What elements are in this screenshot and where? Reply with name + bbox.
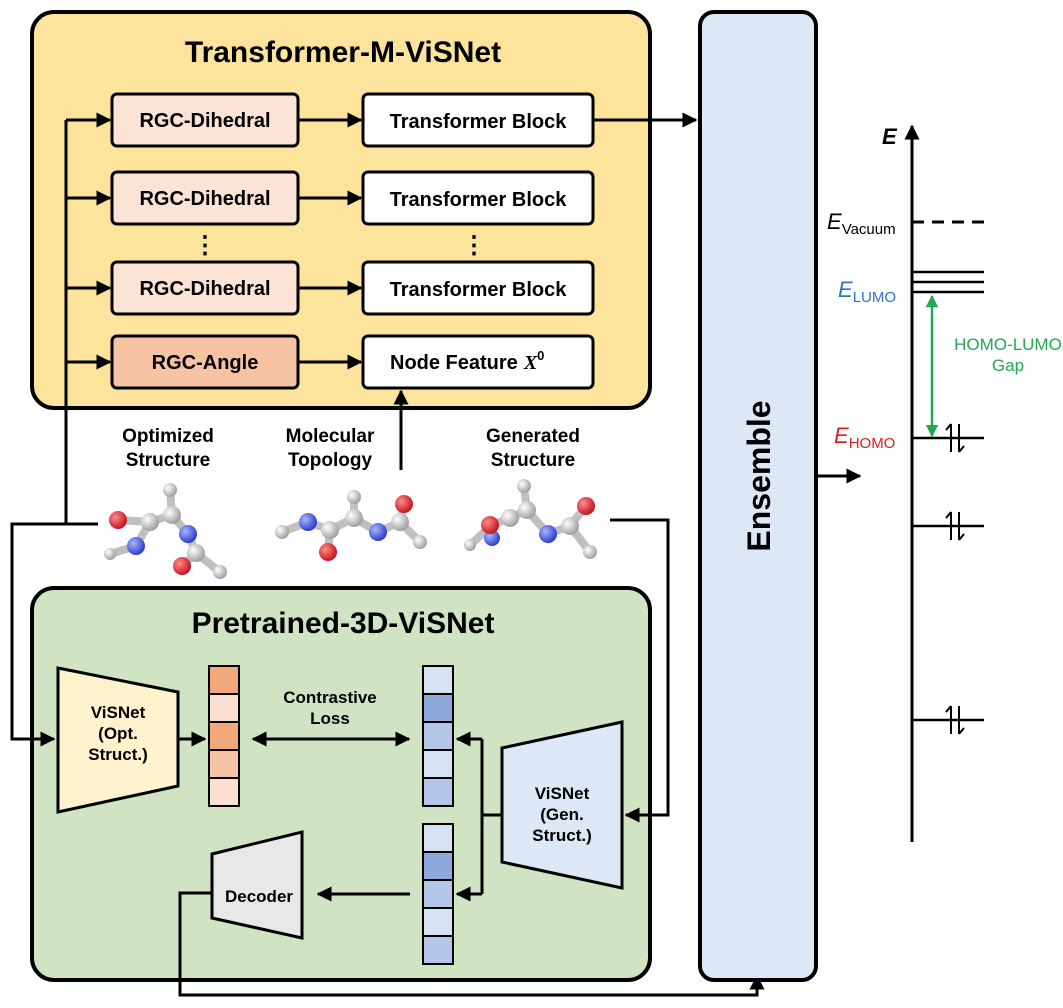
lumo-label: ELUMO <box>838 277 896 306</box>
transformer-block-label-1: Transformer Block <box>390 111 568 133</box>
electron-pair-2 <box>945 511 965 541</box>
gen-embedding-vector-top <box>422 665 454 807</box>
transformer-block-3 <box>361 260 595 316</box>
decoder-to-ensemble-line <box>178 891 765 997</box>
rgc-dihedral-label-2: RGC-Dihedral <box>139 188 270 210</box>
electron-pair-homo <box>945 423 965 453</box>
topology-molecule-image <box>275 490 427 561</box>
visnet-gen-label: ViSNet(Gen.Struct.) <box>532 784 592 845</box>
transformer-block-label-2: Transformer Block <box>390 189 568 211</box>
vacuum-label: EVacuum <box>827 209 896 238</box>
ellipsis-transformer: ⋮ <box>462 232 486 259</box>
transformer-block-2 <box>361 170 595 226</box>
rgc-dihedral-label-1: RGC-Dihedral <box>139 110 270 132</box>
transformer-title: Transformer-M-ViSNet <box>185 36 501 69</box>
node-feature-box <box>361 334 595 390</box>
opt-structure-to-visnet-line <box>10 522 98 747</box>
ensemble-box <box>698 10 818 982</box>
pretrained-title: Pretrained-3D-ViSNet <box>192 607 495 640</box>
generated-molecule-image <box>464 479 597 559</box>
decoder-trapezoid <box>210 830 304 940</box>
opt-embedding-vector <box>208 665 240 807</box>
decoder-label: Decoder <box>225 887 293 906</box>
visnet-opt-label: ViSNet(Opt.Struct.) <box>88 703 148 764</box>
gen-structure-to-visnet-line <box>610 518 670 823</box>
rgc-angle-label: RGC-Angle <box>152 352 259 374</box>
rgc-dihedral-label-3: RGC-Dihedral <box>139 278 270 300</box>
electron-pair-3 <box>945 705 965 735</box>
visnet-gen-trapezoid <box>500 720 624 890</box>
visnet-opt-trapezoid <box>56 666 180 814</box>
transformer-block-label-3: Transformer Block <box>390 279 568 301</box>
homo-label: EHOMO <box>834 423 895 452</box>
pretrained-panel <box>30 586 652 982</box>
ellipsis-rgc: ⋮ <box>193 232 217 259</box>
energy-axis-label: E <box>882 124 898 149</box>
gen-embedding-vector-bottom <box>422 823 454 965</box>
optimized-molecule-image <box>104 483 227 579</box>
ensemble-label: Ensemble <box>741 400 777 551</box>
